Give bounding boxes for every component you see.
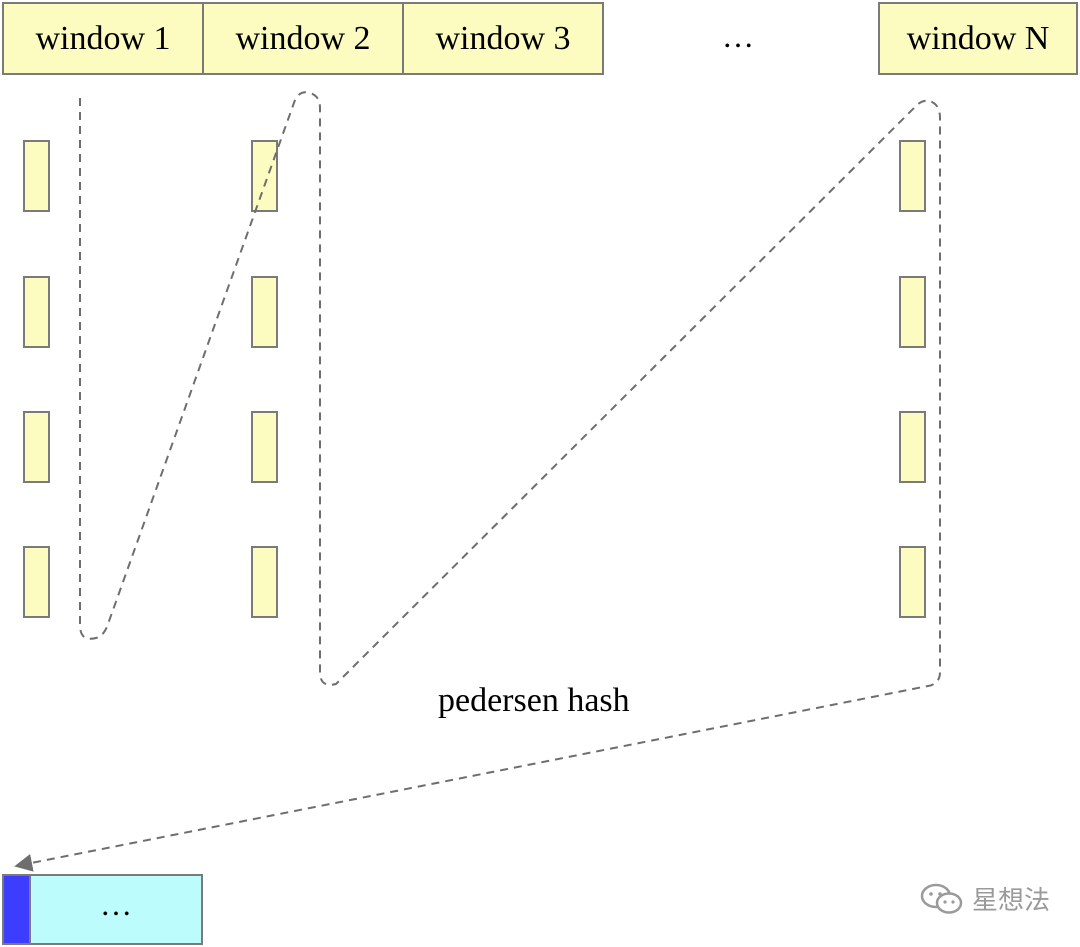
window-2-cell-3 — [251, 411, 278, 483]
window-n-box: window N — [878, 2, 1078, 75]
window-1-cell-3 — [23, 411, 50, 483]
window-1-cell-2 — [23, 276, 50, 348]
window-2-label: window 2 — [235, 19, 371, 57]
window-n-cell-3 — [899, 411, 926, 483]
window-n-cell-1 — [899, 140, 926, 212]
window-2-box: window 2 — [202, 2, 404, 75]
window-n-cell-2 — [899, 276, 926, 348]
window-ellipsis: … — [722, 18, 754, 54]
hash-label: pedersen hash — [438, 682, 630, 719]
window-n-label: window N — [906, 19, 1050, 57]
window-1-cell-1 — [23, 140, 50, 212]
result-accent-block — [2, 874, 32, 945]
window-2-cell-4 — [251, 546, 278, 618]
window-1-cell-4 — [23, 546, 50, 618]
result-block: … — [29, 874, 203, 945]
wechat-icon — [920, 883, 963, 914]
hash-dashed-line — [14, 91, 941, 872]
window-1-label: window 1 — [35, 19, 171, 57]
watermark: 星想法 — [920, 880, 1050, 917]
window-3-box: window 3 — [402, 2, 604, 75]
window-n-cell-4 — [899, 546, 926, 618]
window-2-cell-2 — [251, 276, 278, 348]
window-2-cell-1 — [251, 140, 278, 212]
watermark-text: 星想法 — [971, 886, 1050, 916]
window-3-label: window 3 — [435, 19, 571, 57]
result-ellipsis: … — [100, 886, 132, 922]
window-1-box: window 1 — [2, 2, 204, 75]
